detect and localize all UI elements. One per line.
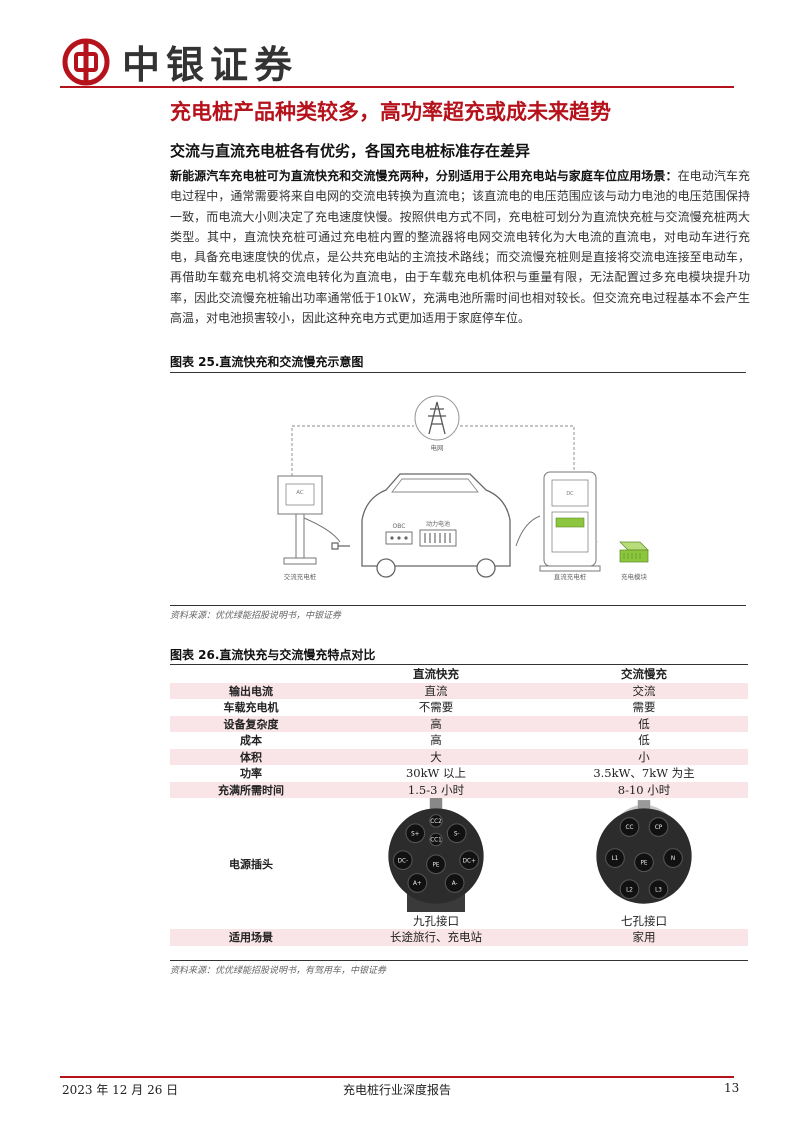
- plug-caption: 九孔接口: [413, 914, 459, 928]
- table-header-row: 直流快充 交流慢充: [170, 666, 748, 683]
- pin-label: CC: [626, 825, 634, 831]
- figure26-source: 资料来源：优优绿能招股说明书，有驾用车，中银证券: [170, 966, 387, 976]
- ac-plug-icon: [331, 542, 350, 550]
- header-divider: [60, 86, 734, 88]
- table-cell: 8-10 小时: [540, 781, 748, 798]
- table-row: 功率 30kW 以上 3.5kW、7kW 为主: [170, 765, 748, 782]
- row-label: 车载充电机: [223, 701, 279, 715]
- footer-title: 充电桩行业深度报告: [342, 1083, 451, 1097]
- module-label: 充电模块: [621, 572, 648, 581]
- row-label: 体积: [170, 748, 332, 765]
- row-label: [170, 666, 332, 683]
- table-cell: 长途旅行、充电站: [332, 929, 540, 946]
- table-cell: 低: [638, 733, 650, 748]
- table-row: 体积大小: [170, 748, 748, 765]
- footer-date: 2023 年 12 月 26 日: [62, 1083, 179, 1097]
- footer-divider: [60, 1076, 734, 1078]
- row-label: 充满所需时间: [170, 781, 332, 798]
- pin-label: PE: [640, 860, 647, 866]
- pin-label: A-: [452, 881, 458, 887]
- pin-label: N: [671, 856, 675, 862]
- charging-diagram: 电网 AC 交流充电桩 OBC 动力电池 DC 直流充电桩 充电模块: [277, 395, 649, 581]
- obc-label: OBC: [393, 523, 406, 530]
- ac-pile-icon: [277, 475, 341, 565]
- battery-label: 动力电池: [426, 520, 450, 528]
- table-cell: 低: [540, 715, 748, 732]
- table-cell: 直流: [332, 682, 540, 699]
- table-row: 适用场景长途旅行、充电站家用: [170, 929, 748, 946]
- pin-label: A+: [413, 881, 422, 887]
- charging-module-icon: [619, 541, 649, 563]
- table-cell: 交流慢充: [621, 667, 667, 682]
- row-label: 设备复杂度: [170, 715, 332, 732]
- brand-name: 中银证券: [122, 43, 299, 87]
- table-cell: 30kW 以上: [405, 766, 467, 781]
- table-cell: 大: [332, 748, 540, 765]
- row-label: 适用场景: [170, 929, 332, 946]
- pin-label: DC-: [398, 858, 408, 864]
- row-label: 功率: [240, 767, 262, 781]
- paragraph-body: 在电动汽车充电过程中，通常需要将来自电网的交流电转换为直流电；该直流电的电压范围…: [170, 169, 750, 326]
- bank-logo-icon: [62, 38, 110, 85]
- page-number: 13: [724, 1081, 740, 1095]
- table-cell: 交流: [540, 682, 748, 699]
- figure26-top-rule: [170, 664, 748, 665]
- ac-pile-label: 交流充电桩: [284, 572, 317, 581]
- dc-pile-icon: [515, 471, 601, 572]
- table-row: 设备复杂度高低: [170, 715, 748, 732]
- row-label: 输出电流: [170, 682, 332, 699]
- body-paragraph: 新能源汽车充电桩可为直流快充和交流慢充两种，分别适用于公用充电站与家庭车位应用场…: [170, 166, 750, 328]
- ac-mark: AC: [296, 490, 304, 496]
- pin-label: S-: [454, 831, 460, 837]
- figure25-source: 资料来源：优优绿能招股说明书，中银证券: [170, 611, 342, 621]
- row-label: 电源插头: [229, 857, 273, 871]
- brand-logo: 中银证券: [62, 34, 298, 89]
- pin-label: PE: [432, 862, 439, 868]
- grid-label: 电网: [431, 443, 444, 452]
- figure25-bottom-rule: [170, 605, 746, 606]
- table-cell: 不需要: [418, 700, 454, 715]
- table-cell: 3.5kW、7kW 为主: [593, 766, 695, 781]
- pin-label: L3: [655, 887, 662, 893]
- table-row: 成本 高 低: [170, 732, 748, 749]
- table-row: 输出电流直流交流: [170, 682, 748, 699]
- table-cell: 高: [430, 733, 442, 748]
- dc-pile-label: 直流充电桩: [554, 572, 587, 581]
- pin-label: S+: [411, 831, 420, 837]
- subsection-title: 交流与直流充电桩各有优劣，各国充电桩标准存在差异: [170, 142, 531, 160]
- pin-label: L1: [612, 856, 619, 862]
- dc-mark: DC: [566, 491, 574, 497]
- figure25-top-rule: [170, 372, 746, 373]
- electric-car-icon: [361, 473, 511, 578]
- power-tower-icon: [414, 395, 460, 441]
- figure26-caption: 图表 26.直流快充与交流慢充特点对比: [170, 648, 376, 662]
- pin-label: CP: [655, 825, 663, 831]
- pin-label: CC1: [430, 838, 442, 844]
- figure25-caption: 图表 25.直流快充和交流慢充示意图: [170, 355, 364, 369]
- table-row: 车载充电机 不需要 需要: [170, 699, 748, 716]
- pin-label: CC2: [430, 819, 442, 825]
- section-title: 充电桩产品种类较多，高功率超充或成未来趋势: [170, 100, 611, 124]
- table-cell: 需要: [632, 700, 656, 715]
- table-cell: 家用: [540, 929, 748, 946]
- table-cell: 1.5-3 小时: [332, 781, 540, 798]
- figure26-bottom-rule: [170, 960, 748, 961]
- pin-label: L2: [626, 887, 633, 893]
- pin-label: DC+: [463, 858, 476, 864]
- plug-caption: 七孔接口: [621, 914, 667, 928]
- paragraph-lead: 新能源汽车充电桩可为直流快充和交流慢充两种，分别适用于公用充电站与家庭车位应用场…: [170, 169, 678, 183]
- row-label: 成本: [240, 734, 262, 748]
- comparison-table: 直流快充交流慢充输出电流直流交流车载充电机不需要需要设备复杂度高低成本高低体积大…: [170, 666, 748, 946]
- table-cell: 小: [540, 748, 748, 765]
- table-cell: 直流快充: [413, 667, 459, 682]
- table-cell: 高: [332, 715, 540, 732]
